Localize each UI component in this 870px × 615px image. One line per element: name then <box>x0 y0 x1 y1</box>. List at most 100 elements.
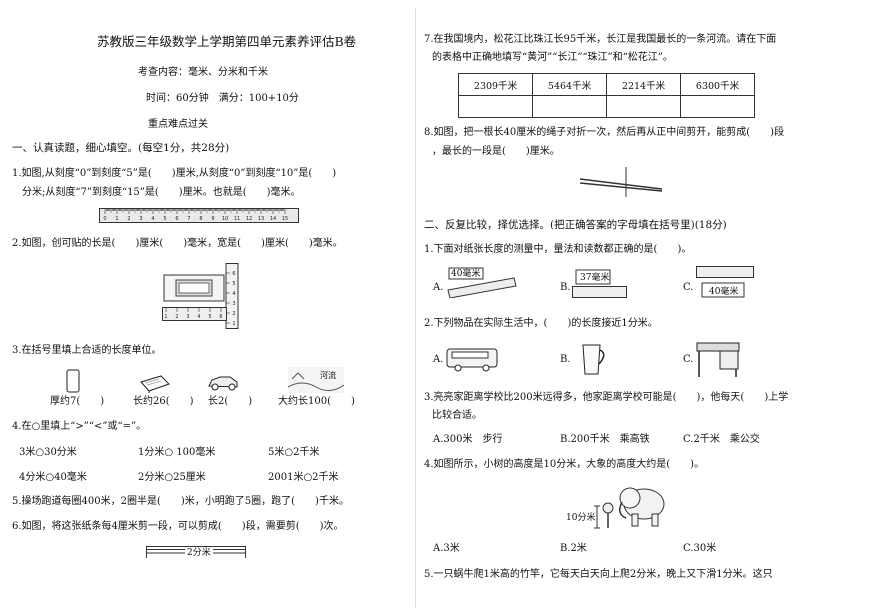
q2-text: 2.如图，创可贴的长是( )厘米( )毫米，宽是( )厘米( )毫米。 <box>12 238 343 249</box>
r-q2-option-b[interactable]: B. <box>560 354 571 365</box>
ruler-number: 10 <box>222 216 228 222</box>
tree-elephant-figure <box>594 487 665 529</box>
ruler-number: 3 <box>186 314 189 320</box>
r-q4-option-b[interactable]: B.2米 <box>560 543 587 554</box>
ruler-number: 5 <box>232 281 235 287</box>
q7-line-b: 的表格中正确地填写“黄河”“长江”“珠江”和“松花江”。 <box>432 52 673 63</box>
toy-car-icon <box>208 376 238 391</box>
ruler-number: 15 <box>282 216 288 222</box>
q1-line-b: 分米;从刻度“7”到刻度“15”是( )厘米。也就是( )毫米。 <box>22 187 301 198</box>
column-divider <box>415 8 416 608</box>
ruler-number: 3 <box>139 216 142 222</box>
cup-icon <box>582 344 605 375</box>
ruler-number: 12 <box>246 216 252 222</box>
q4-row2-a: 4分米○40毫米 <box>19 472 87 483</box>
ruler-number: 5 <box>163 216 166 222</box>
paper-strip-label: 2分米 <box>185 547 213 560</box>
ruler-number: 2 <box>175 314 178 320</box>
measure-label-c: 40毫米 <box>709 287 739 297</box>
bus-icon <box>446 348 498 372</box>
ruler-number: 11 <box>234 216 240 222</box>
q3-item-1: 厚约7( ) <box>50 396 105 407</box>
r-q3-option-a[interactable]: A.300米 步行 <box>433 434 503 445</box>
q3-text: 3.在括号里填上合适的长度单位。 <box>12 345 162 356</box>
ruler-number: 2 <box>127 216 130 222</box>
book-icon <box>140 375 170 393</box>
measure-figure-b <box>572 269 627 298</box>
desk-icon <box>696 342 740 377</box>
q3-item-4: 大约长100( ) <box>278 396 355 407</box>
q4-row1-c: 5米○2千米 <box>268 447 320 458</box>
r-q3-line-b: 比较合适。 <box>432 410 482 421</box>
phone-icon <box>66 369 80 393</box>
ruler-number: 1 <box>232 321 235 327</box>
table-cell: 2214千米 <box>606 73 681 96</box>
river-scene-icon <box>288 367 344 393</box>
r-q3-line-a: 3.亮亮家距离学校比200米远得多，他家距离学校可能是( )，他每天( )上学 <box>424 392 789 403</box>
ruler-number: 2 <box>232 311 235 317</box>
measure-label-a: 40毫米 <box>451 269 481 279</box>
ruler-number: 6 <box>175 216 178 222</box>
q3-item-3: 长2( ) <box>208 396 253 407</box>
q4-text: 4.在○里填上“>”“<”或“=”。 <box>12 421 147 432</box>
q7-line-a: 7.在我国境内，松花江比珠江长95千米，长江是我国最长的一条河流。请在下面 <box>424 34 777 45</box>
q4-row2-b: 2分米○25厘米 <box>138 472 206 483</box>
table-cell: 5464千米 <box>532 73 607 96</box>
ruler-number: 4 <box>197 314 200 320</box>
river-length-table: 2309千米 5464千米 2214千米 6300千米 <box>458 73 755 118</box>
q8-line-b: ，最长的一段是( )厘米。 <box>432 146 560 157</box>
q1-line-a: 1.如图,从刻度“0”到刻度“5”是( )厘米,从刻度“0”到刻度“10”是( … <box>12 168 337 179</box>
measure-figure-a <box>447 267 517 298</box>
q4-row2-c: 2001米○2千米 <box>268 472 339 483</box>
ruler-number: 7 <box>187 216 190 222</box>
answer-cell[interactable] <box>458 95 533 118</box>
ruler-number: 4 <box>232 291 235 297</box>
q4-row1-a: 3米○30分米 <box>19 447 77 458</box>
ruler-number: 6 <box>232 271 235 277</box>
r-q1-option-a[interactable]: A. <box>433 282 444 293</box>
r-q3-option-c[interactable]: C.2千米 乘公交 <box>683 434 760 445</box>
r-q4-text: 4.如图所示，小树的高度是10分米，大象的高度大约是( )。 <box>424 459 705 470</box>
ruler-number: 1 <box>115 216 118 222</box>
measure-figure-c <box>696 266 754 298</box>
table-cell: 2309千米 <box>458 73 533 96</box>
r-q1-text: 1.下面对纸张长度的测量中，量法和读数都正确的是( )。 <box>424 244 692 255</box>
ruler-number: 14 <box>270 216 276 222</box>
q5-text: 5.操场跑道每圈400米，2圈半是( )米，小明跑了5圈，跑了( )千米。 <box>12 496 349 507</box>
answer-cell[interactable] <box>532 95 607 118</box>
r-q1-option-b[interactable]: B. <box>560 282 571 293</box>
r-q5-text: 5.一只蜗牛爬1米高的竹竿，它每天白天向上爬2分米，晚上又下滑1分米。这只 <box>424 569 773 580</box>
r-q3-option-b[interactable]: B.200千米 乘高铁 <box>560 434 650 445</box>
r-q2-option-c[interactable]: C. <box>683 354 694 365</box>
folded-rope-figure <box>579 167 663 197</box>
q6-text: 6.如图，将这张纸条每4厘米剪一段，可以剪成( )段，需要剪( )次。 <box>12 521 344 532</box>
r-q4-option-c[interactable]: C.30米 <box>683 543 717 554</box>
ruler-number: 6 <box>219 314 222 320</box>
answer-cell[interactable] <box>680 95 755 118</box>
r-q2-option-a[interactable]: A. <box>433 354 444 365</box>
measure-label-b: 37毫米 <box>580 273 610 283</box>
ruler-number: 4 <box>151 216 154 222</box>
time-line: 时间：60分钟 满分：100+10分 <box>146 93 299 104</box>
q3-item-2: 长约26( ) <box>133 396 194 407</box>
ruler-number: 1 <box>164 314 167 320</box>
answer-cell[interactable] <box>606 95 681 118</box>
section-1-heading: 一、认真读题，细心填空。(每空1分，共28分) <box>12 142 230 154</box>
page-title: 苏教版三年级数学上学期第四单元素养评估B卷 <box>97 34 357 49</box>
ruler-number: 5 <box>208 314 211 320</box>
ruler-number: 9 <box>211 216 214 222</box>
r-q4-option-a[interactable]: A.3米 <box>433 543 460 554</box>
ruler-number: 0 <box>103 216 106 222</box>
ruler-number: 3 <box>232 301 235 307</box>
r-q2-text: 2.下列物品在实际生活中，( )的长度接近1分米。 <box>424 318 658 329</box>
r-q1-option-c[interactable]: C. <box>683 282 694 293</box>
tree-height-label: 10分米 <box>566 513 596 523</box>
bandaid-ruler-figure: 1 2 3 4 5 6 1 2 3 4 5 6 <box>162 263 239 329</box>
table-cell: 6300千米 <box>680 73 755 96</box>
section-2-heading: 二、反复比较，择优选择。(把正确答案的字母填在括号里)(18分) <box>424 219 727 231</box>
q8-line-a: 8.如图，把一根长40厘米的绳子对折一次，然后再从正中间剪开，能剪成( )段 <box>424 127 785 138</box>
subtitle: 重点难点过关 <box>148 119 208 130</box>
q4-row1-b: 1分米○ 100毫米 <box>138 447 216 458</box>
river-sign-text: 河流 <box>320 371 336 380</box>
